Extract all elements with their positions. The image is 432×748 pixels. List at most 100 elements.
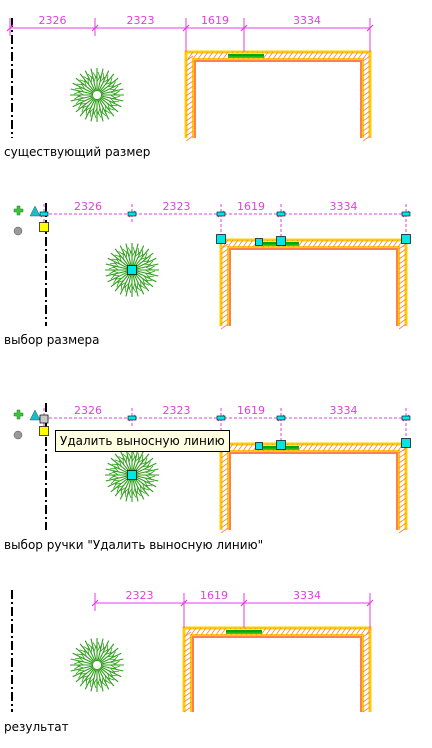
wall-hatch-tick (398, 268, 407, 275)
extension-base-grip[interactable] (276, 236, 286, 246)
wall-hatch-tick (220, 482, 229, 489)
wall-hatch-tick (192, 51, 199, 60)
wall-hatch-tick (220, 522, 229, 529)
wall-hatch-tick (287, 51, 294, 60)
dimension-text-grip[interactable] (276, 211, 286, 217)
tree-branch (135, 468, 159, 475)
wall-hatch-tick (185, 70, 194, 77)
wall-hatch-tick (337, 51, 344, 60)
dimension-label: 2326 (39, 14, 67, 27)
grip-menu-icon[interactable] (13, 430, 23, 440)
wall-hatch-tick (382, 443, 389, 452)
tree-branch (79, 73, 95, 93)
tree-twig (147, 465, 154, 472)
wall-hatch-tick (398, 527, 407, 534)
wall-hatch-tick (220, 507, 229, 514)
tree-branch (99, 97, 119, 113)
wall-hatch-tick (220, 452, 229, 459)
wall-hatch-tick (398, 243, 407, 250)
wall-hatch-tick (362, 135, 371, 142)
tree-symbol (70, 638, 124, 692)
tree-branch (114, 477, 130, 497)
tree-twig (109, 467, 118, 470)
tree-grip[interactable] (127, 265, 137, 275)
tree-twig (128, 490, 132, 499)
tree-branch (133, 450, 145, 472)
extension-base-grip[interactable] (216, 234, 226, 244)
tree-twig (92, 642, 98, 650)
add-vertex-icon[interactable] (13, 205, 24, 216)
wall-hatch-tick (367, 239, 374, 248)
tree-branch (134, 477, 150, 497)
tree-branch (100, 666, 122, 678)
hovered-extension-grip[interactable] (39, 414, 49, 424)
wall-hatch-tick (398, 472, 407, 479)
tree-twig (97, 71, 101, 80)
tree-branch (135, 271, 157, 283)
wall-hatch-tick (362, 656, 371, 663)
tree-twig (75, 668, 82, 675)
wall-hatch-tick (350, 627, 357, 636)
wall-hatch-tick (185, 105, 194, 112)
tree-branch (135, 257, 157, 269)
wall-hatch-tick (398, 273, 407, 280)
tree-twig (102, 642, 105, 651)
tree-branch (97, 668, 104, 692)
wall-hatch-tick (197, 51, 204, 60)
dimension-text-grip[interactable] (216, 415, 226, 421)
wall-hatch-tick (347, 443, 354, 452)
wall-hatch-tick (357, 239, 364, 248)
tree-twig (78, 671, 83, 679)
dimension-text-grip[interactable] (401, 415, 411, 421)
tree-twig (114, 459, 123, 463)
tree-branch (98, 668, 110, 690)
tree-branch (79, 667, 95, 687)
stretch-arrow-icon[interactable] (29, 409, 41, 421)
tree-grip[interactable] (127, 470, 137, 480)
tree-twig (74, 657, 83, 660)
extension-base-grip[interactable] (401, 234, 411, 244)
wall-hatch-tick (357, 51, 364, 60)
caption-select-dimension: выбор размера (4, 333, 100, 347)
wall-hatch-tick (307, 443, 314, 452)
stretch-arrow-icon[interactable] (29, 205, 41, 217)
wall-hatch-tick (185, 100, 194, 107)
tree-branch (135, 475, 159, 482)
dimension-text-grip[interactable] (127, 415, 137, 421)
dimension-text-grip[interactable] (276, 415, 286, 421)
window-grip[interactable] (255, 442, 263, 450)
wall-hatch-tick (345, 627, 352, 636)
dimension-text-grip[interactable] (401, 211, 411, 217)
window-grip[interactable] (255, 238, 263, 246)
dimension-text-grip[interactable] (39, 211, 49, 217)
tree-branch (105, 263, 129, 270)
wall-hatch-tick (212, 51, 219, 60)
selected-grip[interactable] (39, 222, 49, 232)
add-vertex-icon[interactable] (13, 409, 24, 420)
wall-hatch-tick (317, 443, 324, 452)
dimension-label: 1619 (201, 14, 229, 27)
tree-branch (125, 448, 132, 472)
extension-base-grip[interactable] (276, 440, 286, 450)
tree-twig (128, 285, 132, 294)
wall-hatch-tick (362, 75, 371, 82)
selected-grip[interactable] (39, 426, 49, 436)
wall-hatch (192, 58, 364, 138)
dimension-label: 1619 (237, 200, 265, 213)
grip-menu-icon[interactable] (13, 226, 23, 236)
tree-twig (74, 87, 83, 90)
dimension-text-grip[interactable] (216, 211, 226, 217)
wall-hatch-tick (302, 239, 309, 248)
wall-hatch-tick (398, 492, 407, 499)
tree-branch (84, 70, 96, 92)
tree-branch (119, 478, 131, 500)
extension-base-grip[interactable] (401, 438, 411, 448)
wall-hatch-tick (392, 443, 399, 452)
tree-branch (132, 273, 139, 297)
wall-hatch-tick (282, 51, 289, 60)
dimension-text-grip[interactable] (127, 211, 137, 217)
